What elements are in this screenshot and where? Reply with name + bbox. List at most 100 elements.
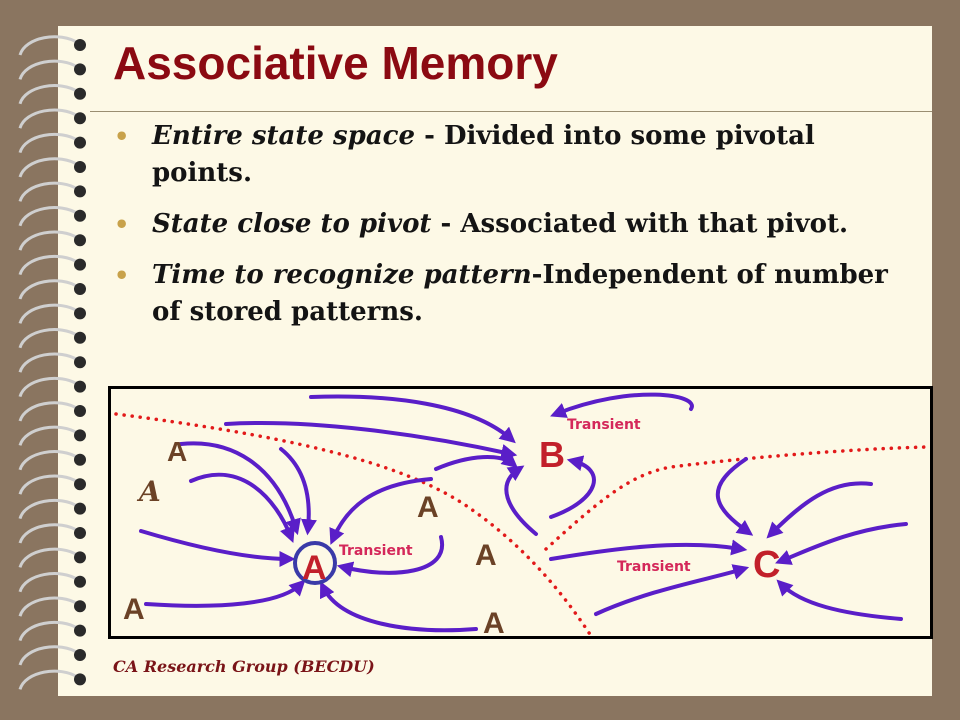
- spiral-hole: [74, 112, 86, 125]
- flow-arrow: [144, 579, 306, 608]
- flow-arrow: [550, 392, 694, 418]
- footer-credit: CA Research Group (BECDU): [113, 657, 375, 676]
- bullet-item: • State close to pivot - Associated with…: [110, 206, 920, 243]
- flow-arrow: [329, 477, 433, 545]
- spiral-ring: [18, 474, 79, 495]
- spiral-ring: [18, 35, 79, 56]
- spiral-ring: [18, 279, 79, 300]
- spiral-binding: [18, 35, 86, 691]
- spiral-ring: [18, 547, 79, 569]
- title-divider: [90, 111, 932, 112]
- flow-arrow: [139, 529, 296, 567]
- bullet-item: • Entire state space - Divided into some…: [110, 118, 920, 192]
- spiral-ring: [18, 596, 79, 617]
- bullet-icon: •: [114, 210, 130, 239]
- flow-arrow: [775, 522, 908, 565]
- spiral-hole: [74, 405, 86, 417]
- spiral-ring: [18, 352, 79, 373]
- flow-arrow: [336, 535, 445, 578]
- flow-arrow: [776, 579, 903, 621]
- bullet-text: - Divided into some pivotal points.: [152, 121, 815, 188]
- spiral-ring: [18, 84, 79, 105]
- spiral-hole: [74, 258, 86, 271]
- pivot-label-a: A: [302, 549, 327, 587]
- basin-boundary-left: [114, 412, 594, 636]
- bullet-icon: •: [114, 261, 130, 290]
- spiral-hole: [74, 185, 86, 198]
- spiral-ring: [18, 59, 79, 81]
- flow-arrow: [309, 394, 516, 444]
- spiral-hole: [74, 649, 86, 661]
- spiral-hole: [74, 331, 86, 344]
- spiral-hole: [74, 136, 86, 149]
- spiral-hole: [74, 209, 86, 222]
- flow-arrow: [189, 472, 295, 543]
- spiral-ring: [18, 425, 79, 447]
- bullet-term: Entire state space: [152, 121, 416, 151]
- state-space-diagram: A B C Transient Transient Transient A A …: [108, 386, 933, 639]
- spiral-ring: [18, 108, 79, 129]
- transient-label: Transient: [567, 417, 641, 433]
- bullet-term: Time to recognize pattern: [152, 260, 532, 290]
- spiral-hole: [74, 429, 86, 442]
- spiral-ring: [18, 303, 79, 325]
- bullet-icon: •: [114, 122, 130, 151]
- spiral-hole: [74, 234, 86, 247]
- spiral-ring: [18, 328, 79, 349]
- spiral-hole: [74, 575, 86, 588]
- pivot-a-ring: [293, 541, 337, 585]
- spiral-hole: [74, 307, 86, 320]
- flow-arrow: [320, 581, 478, 633]
- flow-arrow: [504, 465, 538, 536]
- flow-arrow: [549, 539, 748, 561]
- spiral-hole: [74, 356, 86, 369]
- spiral-ring: [18, 450, 79, 471]
- flow-arrow: [766, 481, 873, 539]
- state-label: A: [136, 475, 161, 508]
- spiral-ring: [18, 498, 79, 520]
- flow-arrow: [434, 451, 518, 471]
- spiral-ring: [18, 206, 79, 227]
- spiral-ring: [18, 376, 79, 398]
- state-space-svg: A B C Transient Transient Transient A A …: [114, 392, 928, 636]
- transient-label: Transient: [617, 559, 691, 575]
- transient-label: Transient: [339, 543, 413, 559]
- flow-arrow: [279, 447, 317, 536]
- spiral-ring: [18, 157, 79, 178]
- spiral-ring: [18, 254, 79, 276]
- bullet-item: • Time to recognize pattern-Independent …: [110, 257, 920, 331]
- flow-arrow: [715, 457, 754, 536]
- flow-arrow: [179, 441, 301, 536]
- spiral-hole: [74, 283, 86, 295]
- pivot-label-b: B: [539, 434, 565, 475]
- basin-boundary-right: [544, 445, 928, 551]
- spiral-ring: [18, 645, 79, 666]
- spiral-ring: [18, 669, 79, 691]
- state-label: A: [483, 607, 505, 636]
- spiral-hole: [74, 624, 86, 637]
- spiral-ring: [18, 181, 79, 203]
- bullet-text: -Independent of number of stored pattern…: [152, 260, 888, 327]
- flow-arrow: [549, 455, 596, 519]
- spiral-hole: [74, 502, 86, 515]
- bullet-list: • Entire state space - Divided into some…: [110, 118, 920, 345]
- spiral-ring: [18, 132, 79, 154]
- spiral-hole: [74, 600, 86, 613]
- spiral-hole: [74, 161, 86, 173]
- spiral-ring: [18, 572, 79, 593]
- spiral-hole: [74, 87, 86, 100]
- bullet-term: State close to pivot: [152, 209, 432, 239]
- spiral-ring: [18, 401, 79, 422]
- spiral-hole: [74, 380, 86, 393]
- state-label: A: [123, 593, 145, 626]
- spiral-hole: [74, 673, 86, 686]
- bullet-text: - Associated with that pivot.: [431, 209, 849, 239]
- spiral-hole: [74, 453, 86, 466]
- flow-arrow: [224, 421, 518, 460]
- state-label: A: [167, 436, 187, 467]
- spiral-hole: [74, 39, 86, 51]
- slide-title: Associative Memory: [113, 37, 558, 89]
- spiral-ring: [18, 230, 79, 251]
- spiral-ring: [18, 620, 79, 642]
- state-label: A: [417, 491, 439, 524]
